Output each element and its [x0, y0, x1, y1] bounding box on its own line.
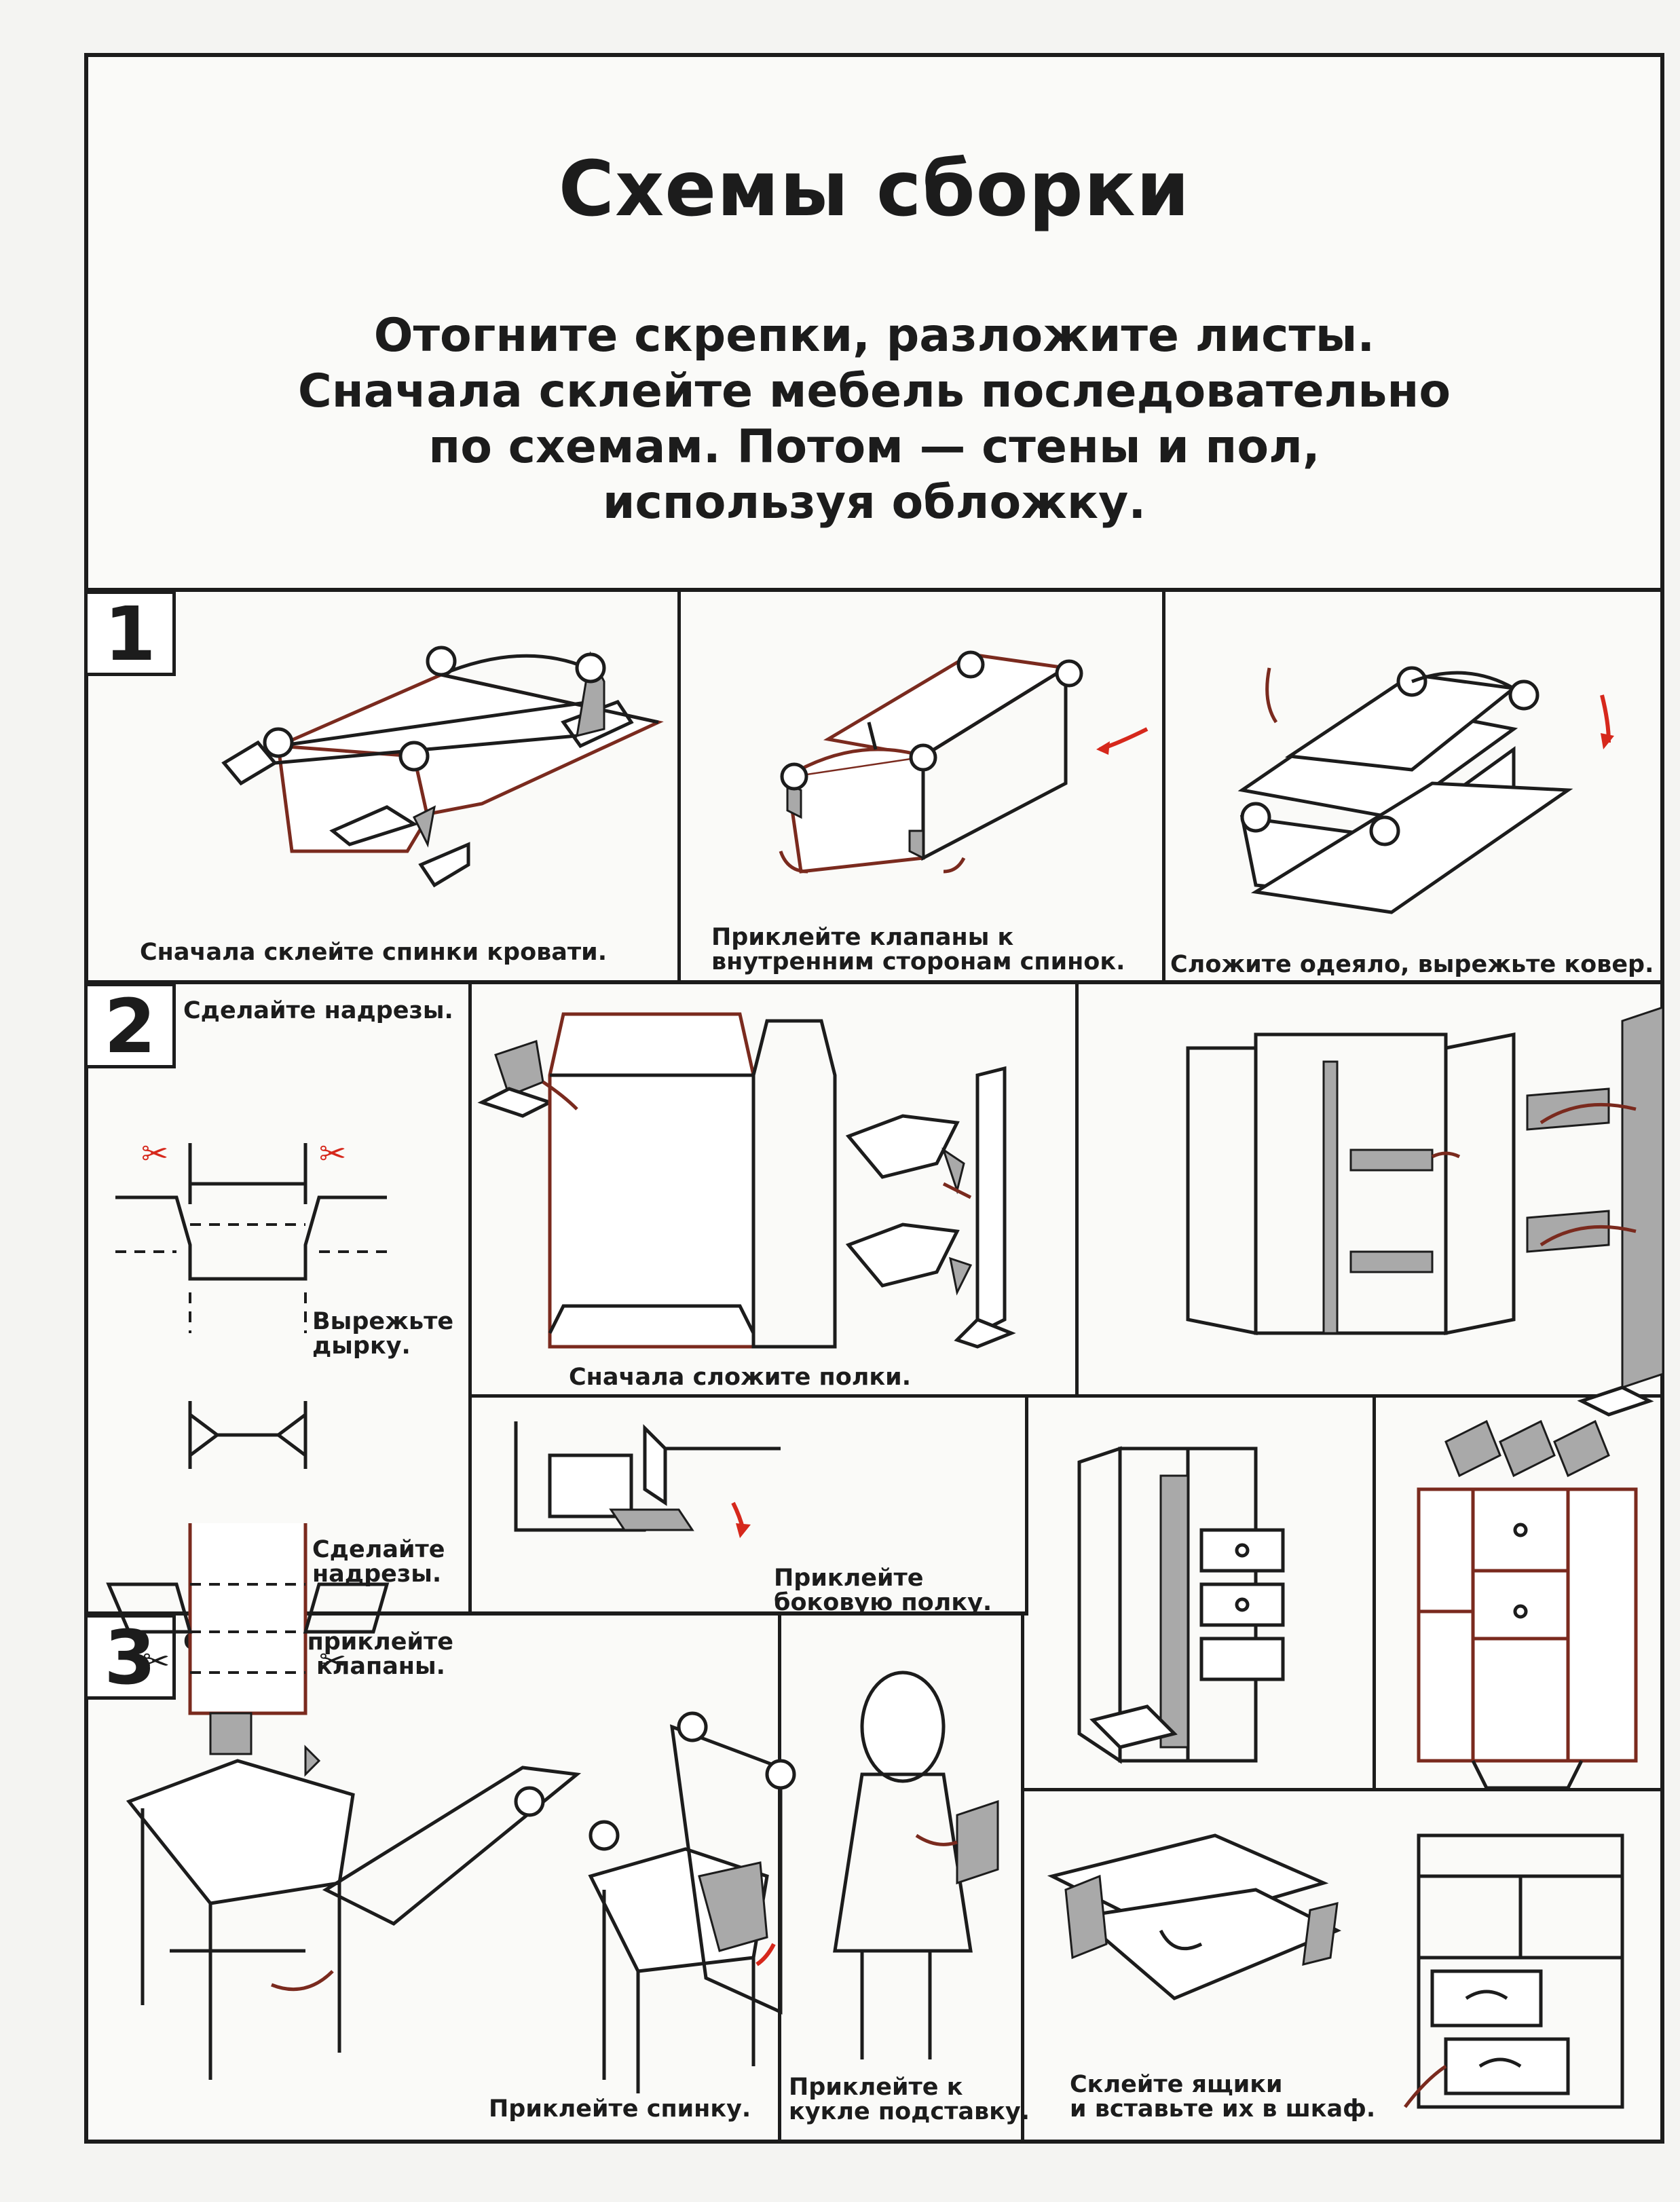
divider	[1021, 1791, 1024, 2144]
instruction-sheet: Схемы сборки Отогните скрепки, разложите…	[84, 53, 1664, 2144]
chair-assembled-illustration	[588, 1711, 796, 2093]
caption-glue-headboards: Сначала склейте спинки кровати.	[140, 939, 608, 966]
caption-glue-flaps-1: Приклейте клапаны к	[711, 924, 1014, 951]
intro-text: Отогните скрепки, разложите листы. Снача…	[88, 308, 1660, 531]
divider	[1373, 1394, 1376, 1788]
scissors-icon: ✂	[319, 1643, 346, 1681]
caption-make-cuts-bottom-1: Сделайте	[312, 1536, 445, 1563]
divider	[1021, 1611, 1024, 1791]
scissors-icon: ✂	[319, 1135, 346, 1173]
bed-template-illustration	[221, 646, 664, 888]
divider	[468, 980, 472, 1611]
caption-glue-flaps-2: внутренним сторонам спинок.	[711, 948, 1125, 975]
cut-slots-diagram: ✂ ✂ ✂ ✂	[106, 1135, 390, 1715]
caption-fold-shelves: Сначала сложите полки.	[569, 1364, 911, 1391]
divider	[1025, 1394, 1028, 1611]
wardrobe-assembled-illustration	[1417, 1419, 1638, 1790]
divider	[88, 980, 1660, 984]
bed-blanket-illustration	[1237, 666, 1614, 914]
divider	[677, 588, 681, 980]
divider	[88, 588, 1660, 592]
cabinet-drawers-illustration	[1404, 1833, 1624, 2109]
caption-drawers-2: и вставьте их в шкаф.	[1070, 2095, 1376, 2123]
caption-doll-stand-1: Приклейте к	[789, 2074, 963, 2101]
page-title: Схемы сборки	[558, 145, 1191, 234]
divider	[1021, 1788, 1660, 1791]
scissors-icon: ✂	[141, 1135, 168, 1173]
caption-cut-hole-1: Вырежьте	[312, 1308, 454, 1335]
caption-cut-hole-2: дырку.	[312, 1332, 411, 1360]
wardrobe-template-illustration	[477, 1012, 1016, 1349]
caption-drawers-1: Склейте ящики	[1070, 2071, 1283, 2098]
caption-make-cuts-top: Сделайте надрезы.	[183, 997, 453, 1024]
scissors-icon: ✂	[143, 1643, 170, 1681]
divider	[468, 1394, 1660, 1398]
caption-glue-flaps-first-2: клапаны.	[316, 1653, 445, 1680]
intro-line: по схемам. Потом — стены и пол,	[428, 420, 1320, 474]
intro-line: Отогните скрепки, разложите листы.	[373, 309, 1375, 362]
caption-fold-blanket: Сложите одеяло, вырежьте ковер.	[1170, 951, 1654, 978]
divider	[1025, 1611, 1028, 1616]
caption-side-shelf-1: Приклейте	[774, 1565, 924, 1592]
divider	[88, 1611, 1025, 1616]
caption-side-shelf-2: боковую полку.	[774, 1589, 992, 1616]
divider	[1162, 588, 1165, 980]
divider	[1075, 980, 1079, 1394]
step-number: 2	[84, 983, 176, 1068]
stool-template-illustration	[126, 1712, 620, 2080]
wardrobe-fold-illustration	[1186, 1005, 1664, 1417]
intro-line: Сначала склейте мебель последовательно	[297, 365, 1451, 418]
caption-doll-stand-2: кукле подставку.	[789, 2098, 1030, 2125]
shelf-unit-illustration	[1077, 1446, 1285, 1764]
bed-fold-illustration	[779, 650, 1149, 874]
step-number: 1	[84, 591, 176, 676]
doll-stand-illustration	[833, 1671, 999, 2059]
caption-glue-back: Приклейте спинку.	[489, 2095, 751, 2123]
side-shelf-illustration	[514, 1421, 781, 1538]
step-number: 3	[84, 1614, 176, 1700]
drawer-box-illustration	[1047, 1833, 1342, 2000]
intro-line: используя обложку.	[602, 476, 1146, 529]
